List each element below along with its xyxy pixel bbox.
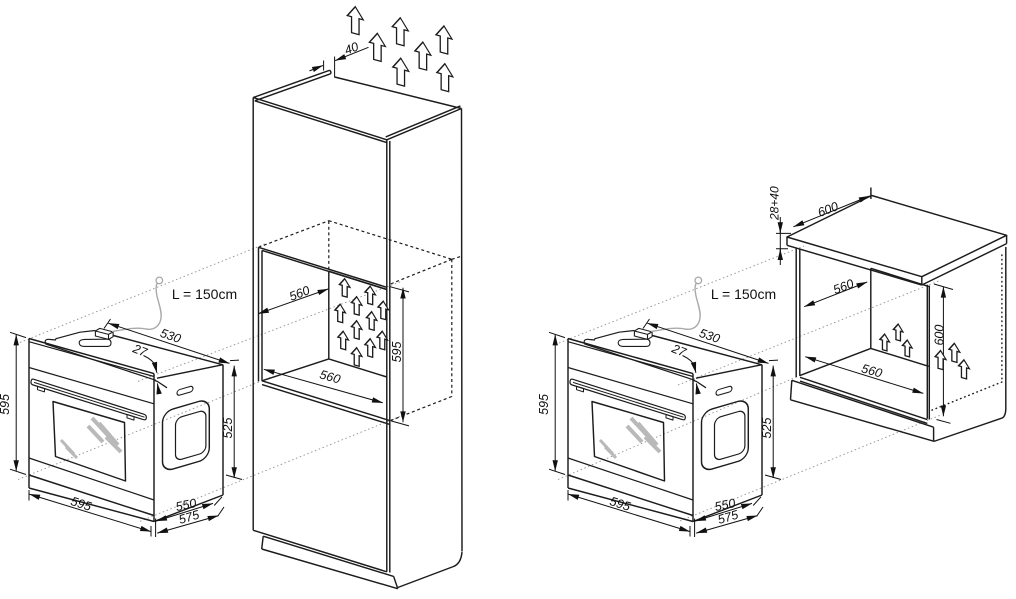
svg-text:560: 560 (860, 361, 884, 380)
svg-text:560: 560 (287, 283, 312, 304)
svg-text:600: 600 (932, 325, 946, 346)
svg-text:28+40: 28+40 (767, 186, 781, 221)
svg-text:40: 40 (343, 39, 361, 57)
svg-text:560: 560 (831, 277, 856, 298)
svg-text:595: 595 (390, 342, 404, 363)
svg-text:560: 560 (318, 367, 342, 386)
svg-text:600: 600 (816, 199, 841, 220)
